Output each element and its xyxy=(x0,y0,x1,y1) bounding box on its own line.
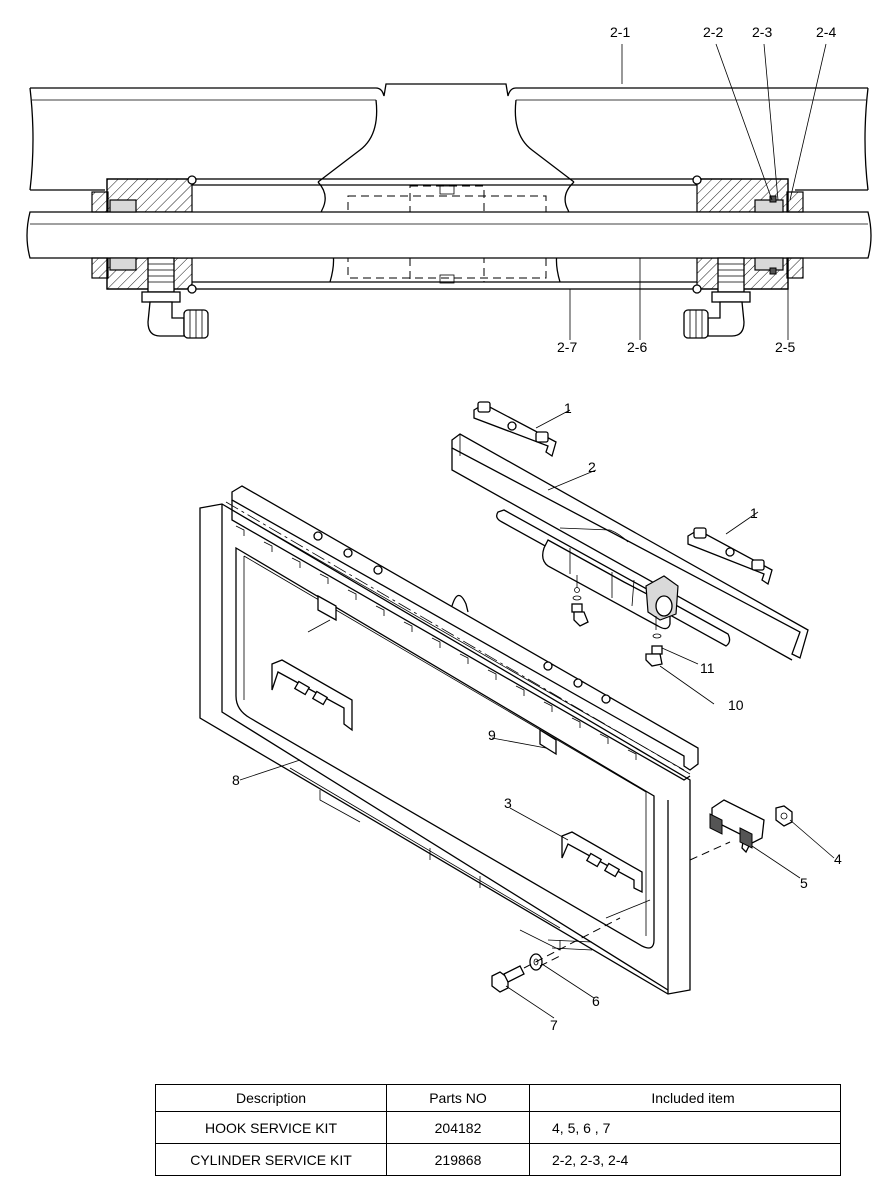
column-header-parts-no: Parts NO xyxy=(386,1084,530,1112)
cell-included-item: 4, 5, 6 , 7 xyxy=(529,1111,841,1144)
cell-description: HOOK SERVICE KIT xyxy=(155,1111,387,1144)
side-shift-cylinder xyxy=(496,509,731,647)
grease-fitting-right xyxy=(645,616,663,667)
callout-2-4: 2-4 xyxy=(816,24,836,40)
upper-bar xyxy=(29,83,869,191)
callout-6: 6 xyxy=(592,993,600,1009)
callout-7: 7 xyxy=(550,1017,558,1033)
callout-1-right: 1 xyxy=(750,505,758,521)
callout-2-6: 2-6 xyxy=(627,339,647,355)
lower-hook xyxy=(709,799,765,854)
bracket-right xyxy=(687,527,773,586)
callout-10: 10 xyxy=(728,697,744,713)
nut xyxy=(775,805,793,827)
slide-pad-left xyxy=(271,659,353,732)
column-header-included-item: Included item xyxy=(529,1084,841,1112)
callout-4: 4 xyxy=(834,851,842,867)
cylinder-rail xyxy=(451,433,809,661)
slide-pad-right xyxy=(561,831,643,894)
callout-2-3: 2-3 xyxy=(752,24,772,40)
exploded-view: 1 2 1 11 10 9 8 3 4 5 6 7 xyxy=(199,400,842,1033)
grease-fitting-left xyxy=(571,575,589,627)
callout-1-top: 1 xyxy=(564,400,572,416)
cell-parts-no: 219868 xyxy=(386,1143,530,1176)
callout-3: 3 xyxy=(504,795,512,811)
callout-5: 5 xyxy=(800,875,808,891)
elbow-fitting-left xyxy=(141,257,209,339)
callout-2-1: 2-1 xyxy=(610,24,630,40)
carriage-frame xyxy=(199,503,691,995)
table-row: CYLINDER SERVICE KIT 219868 2-2, 2-3, 2-… xyxy=(155,1143,841,1176)
service-kit-table: Description Parts NO Included item HOOK … xyxy=(155,1084,841,1176)
seal-right xyxy=(786,191,804,213)
callout-8: 8 xyxy=(232,772,240,788)
callout-9: 9 xyxy=(488,727,496,743)
cell-included-item: 2-2, 2-3, 2-4 xyxy=(529,1143,841,1176)
callout-2-5: 2-5 xyxy=(775,339,795,355)
callout-2: 2 xyxy=(588,459,596,475)
elbow-fitting-right xyxy=(683,257,751,339)
table-row: HOOK SERVICE KIT 204182 4, 5, 6 , 7 xyxy=(155,1111,841,1144)
cell-description: CYLINDER SERVICE KIT xyxy=(155,1143,387,1176)
cell-parts-no: 204182 xyxy=(386,1111,530,1144)
seal-left xyxy=(91,191,109,213)
callout-11: 11 xyxy=(700,660,715,676)
piston-rod xyxy=(26,211,872,259)
bracket-top xyxy=(473,401,557,458)
cylinder-section-view: 2-1 2-2 2-3 2-4 2-7 2-6 2-5 xyxy=(26,24,872,355)
callout-2-7: 2-7 xyxy=(557,339,577,355)
callout-2-2: 2-2 xyxy=(703,24,723,40)
hook-bar xyxy=(225,485,699,781)
table-header-row: Description Parts NO Included item xyxy=(155,1084,841,1112)
bolt xyxy=(491,965,525,993)
column-header-description: Description xyxy=(155,1084,387,1112)
